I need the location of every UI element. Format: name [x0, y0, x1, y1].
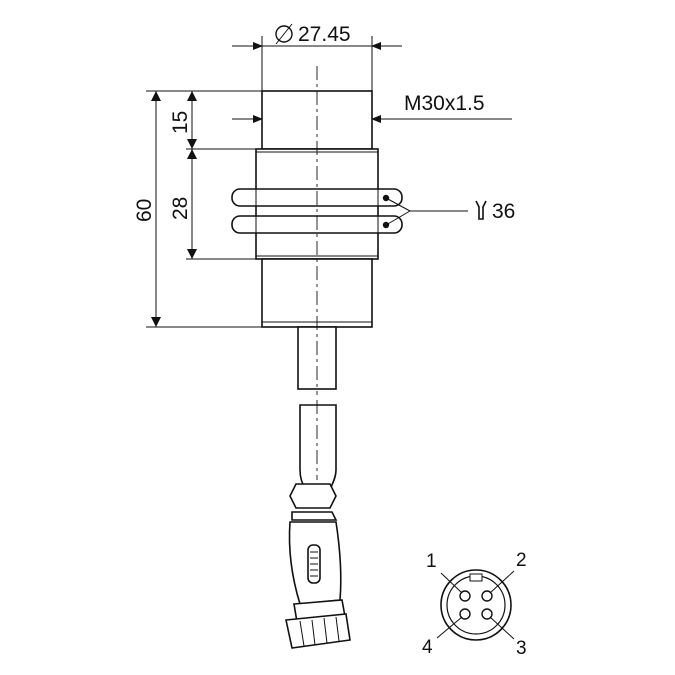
thread-dimension: M30x1.5	[232, 92, 512, 123]
pin-label-2: 2	[516, 550, 527, 571]
cable-upper	[297, 326, 337, 390]
diameter-dimension: 27.45	[232, 23, 402, 91]
pin-diagram: 1 2 3 4	[422, 550, 527, 659]
cable-lower	[299, 404, 337, 491]
m12-connector	[285, 483, 351, 649]
length-dimension-total: 60	[133, 90, 262, 328]
diameter-symbol-icon	[275, 25, 293, 43]
wrench-label: 36	[492, 200, 515, 223]
pin-label-4: 4	[422, 637, 433, 658]
length-thread-label: 28	[169, 197, 192, 220]
wrench-callout: 36	[382, 194, 515, 229]
thread-label: M30x1.5	[404, 92, 485, 115]
pin-label-1: 1	[426, 551, 437, 572]
length-thread-top-label: 15	[169, 111, 192, 134]
wrench-icon	[475, 200, 487, 220]
pin-4	[459, 608, 471, 620]
pin-label-3: 3	[516, 638, 527, 659]
diameter-label: 27.45	[298, 23, 351, 46]
length-total-label: 60	[133, 199, 156, 222]
length-dimension-thread: 28	[169, 149, 262, 260]
length-dimension-thread-top: 15	[169, 91, 256, 150]
pin-2	[481, 590, 493, 602]
pin-3	[481, 608, 493, 620]
pin-1	[459, 590, 471, 602]
